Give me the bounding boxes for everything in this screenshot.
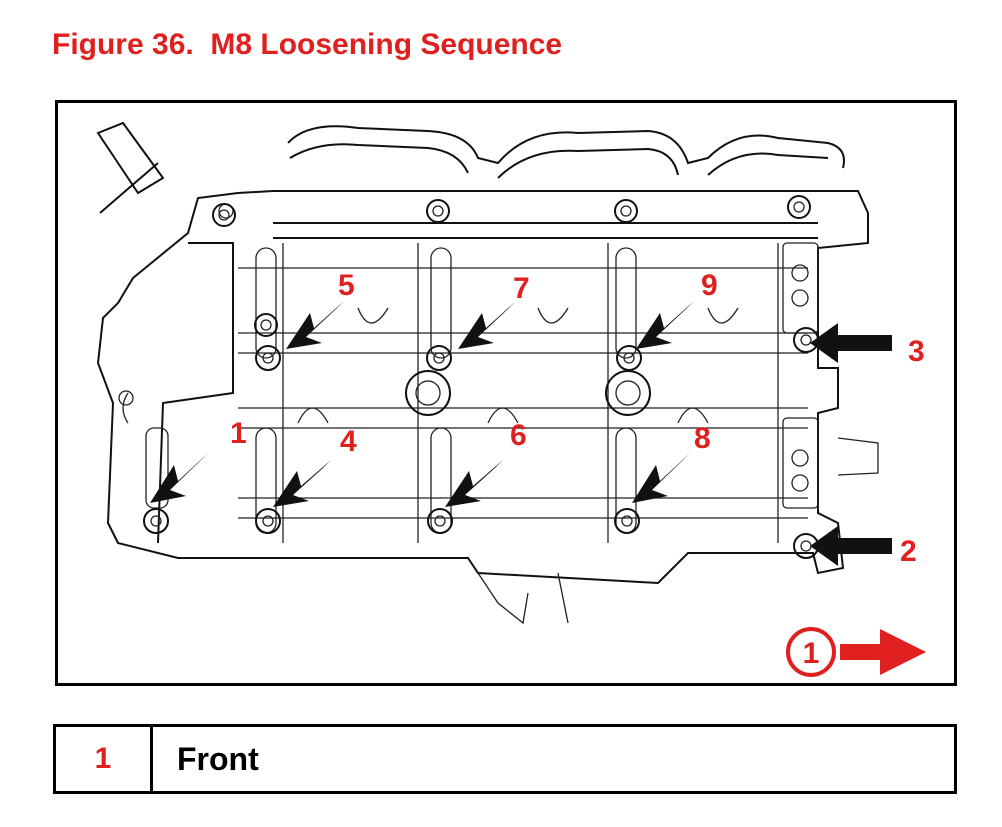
cylinder-head-drawing: 1 2 3 4 5 6 7 8 9 1 bbox=[96, 121, 926, 677]
figure-title: Figure 36. M8 Loosening Sequence bbox=[52, 28, 563, 61]
front-direction-marker: 1 bbox=[786, 627, 926, 677]
engine-diagram: 1 2 3 4 5 6 7 8 9 1 bbox=[55, 100, 957, 686]
arrow-6 bbox=[445, 460, 503, 507]
arrow-7 bbox=[458, 301, 516, 349]
sequence-arrows bbox=[150, 301, 892, 566]
callout-2: 2 bbox=[900, 535, 917, 568]
legend-label: Front bbox=[177, 740, 259, 777]
callout-7: 7 bbox=[513, 272, 530, 305]
arrow-8 bbox=[632, 453, 690, 503]
direction-marker-number: 1 bbox=[803, 637, 820, 670]
front-arrow-icon bbox=[840, 629, 926, 675]
arrow-4 bbox=[273, 460, 331, 507]
callout-4: 4 bbox=[340, 425, 357, 458]
callout-6: 6 bbox=[510, 419, 527, 452]
arrow-1 bbox=[150, 453, 208, 503]
callout-8: 8 bbox=[694, 422, 711, 455]
arrow-3 bbox=[810, 323, 892, 363]
callout-1: 1 bbox=[230, 417, 247, 450]
arrow-2 bbox=[810, 526, 892, 566]
callout-5: 5 bbox=[338, 269, 355, 302]
legend-table: 1 Front bbox=[53, 724, 957, 794]
arrow-5 bbox=[286, 301, 344, 349]
arrow-9 bbox=[636, 301, 694, 349]
callout-9: 9 bbox=[701, 269, 718, 302]
legend-number: 1 bbox=[56, 727, 153, 791]
callout-3: 3 bbox=[908, 335, 925, 368]
